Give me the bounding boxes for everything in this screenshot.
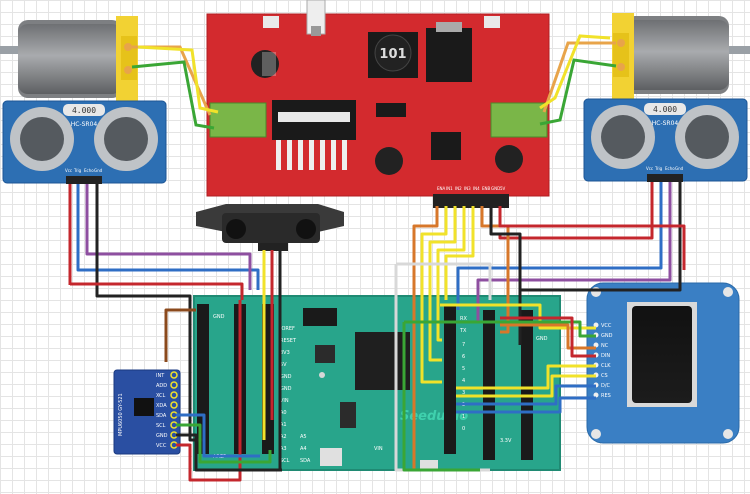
driver-pin-enb: ENB: [482, 186, 491, 191]
driver-ic-label: 101: [379, 47, 406, 62]
mpu-pin-add: ADD: [156, 383, 167, 389]
ultrasonic-left-model: HC-SR04: [71, 121, 98, 128]
driver-pin-in2: IN2: [455, 186, 462, 191]
oled-pin-dc: D/C: [601, 383, 611, 389]
arduino-label-vin-bottom: VIN: [374, 446, 383, 452]
arduino-label-a5: A5: [300, 434, 307, 440]
oled-pin-din: DIN: [601, 353, 610, 359]
ultrasonic-right-display: 4.000: [653, 105, 677, 114]
arduino-label-rx: RX: [460, 316, 467, 322]
arduino-label-a1: A1: [280, 422, 287, 428]
motor-driver-board: 101 ENA IN1 IN2 IN3 IN4 ENB GND 5V: [206, 0, 550, 208]
ultrasonic-left-pin-echo: Echo: [84, 168, 94, 173]
mpu-pin-gnd: GND: [156, 433, 168, 439]
driver-pin-gnd: GND: [491, 186, 500, 191]
arduino-label-gnd-1: GND: [280, 374, 292, 380]
mpu-pin-int: INT: [156, 373, 165, 379]
driver-pin-ena: ENA: [437, 186, 446, 191]
arduino-label-d0: 0: [462, 426, 465, 432]
arduino-label-scl: SCL: [280, 458, 290, 464]
oled-pin-clk: CLK: [601, 363, 611, 369]
oled-pin-cs: CS: [601, 373, 608, 379]
arduino-label-vin: VIN: [280, 398, 289, 404]
motor-wires: [131, 34, 617, 130]
arduino-label-5v: 5V: [280, 362, 287, 368]
ir-distance-sensor: [196, 204, 344, 251]
arduino-label-tx: TX: [459, 328, 467, 334]
driver-pin-in1: IN1: [446, 186, 453, 191]
ultrasonic-left-pin-trig: Trig: [73, 168, 82, 173]
arduino-label-gnd-right: GND: [536, 336, 548, 342]
ultrasonic-left-display: 4.000: [72, 106, 96, 115]
arduino-label-d6: 6: [462, 354, 465, 360]
right-dc-motor: [612, 13, 750, 99]
ultrasonic-right-pin-gnd: Gnd: [675, 166, 684, 171]
ultrasonic-sensor-left: 4.000 HC-SR04 Vcc Trig Echo Gnd: [2, 100, 167, 184]
arduino-label-sda: SDA: [300, 458, 311, 464]
mpu6050-module: MPU6050 GY-521 INT ADD XCL XDA SDA SCL G…: [113, 369, 181, 455]
arduino-label-a4: A4: [300, 446, 307, 452]
arduino-label-d5: 5: [462, 366, 465, 372]
arduino-label-gnd-2: GND: [280, 386, 292, 392]
ultrasonic-right-pin-trig: Trig: [654, 166, 663, 171]
ultrasonic-right-pin-vcc: Vcc: [646, 166, 653, 171]
ultrasonic-left-pin-vcc: Vcc: [65, 168, 72, 173]
ultrasonic-right-model: HC-SR04: [652, 120, 679, 127]
oled-pin-vcc: VCC: [601, 323, 612, 329]
arduino-label-a2: A2: [280, 434, 287, 440]
driver-pin-in3: IN3: [464, 186, 471, 191]
arduino-label-d4: 4: [462, 378, 465, 384]
arduino-label-3v3: 3V3: [280, 350, 290, 356]
oled-pin-gnd: GND: [601, 333, 613, 339]
mpu-pin-scl: SCL: [156, 423, 166, 429]
mpu-title: MPU6050 GY-521: [118, 393, 124, 436]
oled-display: VCC GND NC DIN CLK CS D/C RES: [586, 282, 740, 444]
arduino-label-reset: RESET: [280, 338, 297, 344]
mpu-pin-sda: SDA: [156, 413, 167, 419]
left-dc-motor: [0, 16, 138, 102]
arduino-label-a0: A0: [280, 410, 287, 416]
driver-pin-labels: ENA IN1 IN2 IN3 IN4 ENB GND 5V: [437, 186, 506, 191]
mpu-pin-xda: XDA: [156, 403, 167, 409]
driver-pin-in4: IN4: [473, 186, 480, 191]
signal-wires: [68, 182, 686, 482]
arduino-label-3v3-right: 3.3V: [500, 438, 512, 444]
arduino-label-d3: 3: [462, 390, 465, 396]
arduino-board: Seeduino GND AREF IOREF RESET 3V3 5V GND…: [193, 295, 561, 471]
ultrasonic-right-pin-echo: Echo: [665, 166, 675, 171]
ultrasonic-sensor-right: 4.000 HC-SR04 Vcc Trig Echo Gnd: [583, 98, 748, 182]
mpu-pin-vcc: VCC: [156, 443, 167, 449]
oled-pin-res: RES: [601, 393, 611, 399]
oled-pin-nc: NC: [601, 343, 609, 349]
mpu-pin-xcl: XCL: [156, 393, 166, 399]
arduino-label-a3: A3: [280, 446, 287, 452]
arduino-label-gnd-top: GND: [213, 314, 225, 320]
ultrasonic-left-pin-gnd: Gnd: [94, 168, 103, 173]
arduino-label-ioref: IOREF: [280, 326, 295, 332]
driver-pin-5v: 5V: [500, 186, 506, 191]
arduino-label-d7: 7: [462, 342, 465, 348]
arduino-label-d1: 1: [462, 414, 465, 420]
